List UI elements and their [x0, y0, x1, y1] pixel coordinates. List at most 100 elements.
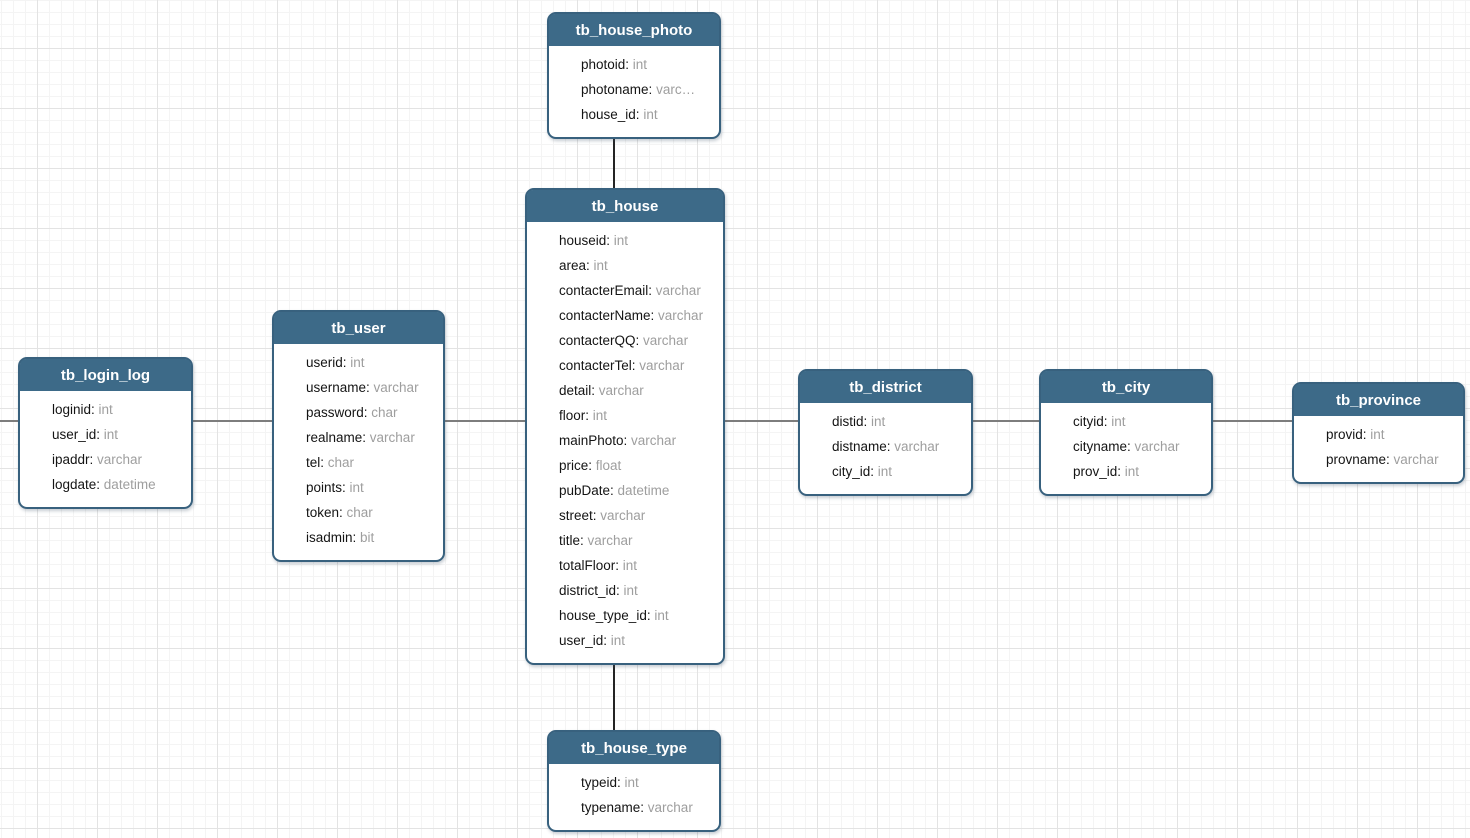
table-header[interactable]: tb_house_type: [549, 732, 719, 764]
field-row: price: float: [559, 453, 715, 478]
table-title: tb_house: [591, 198, 659, 215]
field-type: int: [610, 233, 629, 248]
field-type: int: [94, 402, 113, 417]
field-name: realname:: [306, 430, 367, 445]
field-row: city_id: int: [832, 459, 963, 484]
field-type: varchar: [644, 800, 693, 815]
field-type: varchar: [595, 383, 644, 398]
field-row: contacterName: varchar: [559, 303, 715, 328]
field-name: detail:: [559, 383, 596, 398]
field-row: ipaddr: varchar: [52, 447, 183, 472]
field-type: varchar: [369, 380, 419, 395]
field-type: float: [592, 458, 622, 473]
connector-district-to-city[interactable]: [967, 420, 1040, 422]
field-type: varchar: [583, 533, 633, 548]
table-header[interactable]: tb_login_log: [20, 359, 191, 391]
connector-login-log-to-user[interactable]: [187, 420, 273, 422]
field-name: house_id:: [581, 107, 640, 122]
field-name: loginid:: [52, 402, 95, 417]
field-row: userid: int: [306, 350, 435, 375]
field-type: int: [867, 414, 886, 429]
field-row: username: varchar: [306, 375, 435, 400]
table-title: tb_city: [1101, 379, 1151, 396]
connector-edge-to-login-log[interactable]: [0, 420, 19, 422]
field-name: floor:: [559, 408, 590, 423]
field-type: varchar: [596, 508, 646, 523]
field-name: password:: [306, 405, 368, 420]
field-name: ipaddr:: [52, 452, 94, 467]
field-type: bit: [356, 530, 375, 545]
field-name: logdate:: [52, 477, 101, 492]
table-title: tb_house_type: [581, 740, 687, 757]
field-type: varchar: [1389, 452, 1439, 467]
field-name: pubDate:: [559, 483, 614, 498]
field-name: photoid:: [581, 57, 630, 72]
field-type: varchar: [639, 333, 689, 348]
field-name: cityid:: [1073, 414, 1108, 429]
table-header[interactable]: tb_province: [1294, 384, 1463, 416]
field-type: varchar: [890, 439, 940, 454]
field-row: photoid: int: [581, 52, 711, 77]
field-type: int: [1366, 427, 1385, 442]
field-row: house_type_id: int: [559, 603, 715, 628]
field-row: mainPhoto: varchar: [559, 428, 715, 453]
field-type: int: [589, 258, 608, 273]
table-header[interactable]: tb_house: [527, 190, 723, 222]
connector-user-to-house[interactable]: [439, 420, 526, 422]
table-title: tb_district: [849, 379, 922, 396]
field-row: user_id: int: [559, 628, 715, 653]
field-row: points: int: [306, 475, 435, 500]
connector-house-photo-to-house[interactable]: [613, 131, 615, 189]
table-title: tb_house_photo: [575, 22, 693, 39]
field-type: int: [607, 633, 626, 648]
field-row: house_id: int: [581, 102, 711, 127]
field-name: isadmin:: [306, 530, 357, 545]
connector-house-to-district[interactable]: [719, 420, 799, 422]
field-type: varchar: [93, 452, 143, 467]
field-row: contacterTel: varchar: [559, 353, 715, 378]
field-name: userid:: [306, 355, 347, 370]
field-row: totalFloor: int: [559, 553, 715, 578]
field-type: varchar: [652, 283, 701, 298]
field-name: cityname:: [1073, 439, 1131, 454]
field-name: street:: [559, 508, 597, 523]
field-row: area: int: [559, 253, 715, 278]
field-row: user_id: int: [52, 422, 183, 447]
field-row: realname: varchar: [306, 425, 435, 450]
field-row: loginid: int: [52, 397, 183, 422]
field-name: title:: [559, 533, 584, 548]
connector-house-to-house-type[interactable]: [613, 663, 615, 731]
field-name: contacterName:: [559, 308, 655, 323]
field-type: int: [1107, 414, 1126, 429]
field-type: varchar: [627, 433, 677, 448]
connector-city-to-province[interactable]: [1207, 420, 1293, 422]
table-header[interactable]: tb_district: [800, 371, 971, 403]
field-type: int: [639, 107, 658, 122]
table-header[interactable]: tb_house_photo: [549, 14, 719, 46]
field-row: photoname: varc…: [581, 77, 711, 102]
field-type: int: [589, 408, 608, 423]
field-name: mainPhoto:: [559, 433, 628, 448]
field-row: contacterEmail: varchar: [559, 278, 715, 303]
table-header[interactable]: tb_city: [1041, 371, 1211, 403]
field-type: int: [1121, 464, 1140, 479]
field-row: logdate: datetime: [52, 472, 183, 497]
field-name: points:: [306, 480, 346, 495]
field-name: district_id:: [559, 583, 620, 598]
field-name: house_type_id:: [559, 608, 651, 623]
field-row: cityname: varchar: [1073, 434, 1203, 459]
table-header[interactable]: tb_user: [274, 312, 443, 344]
